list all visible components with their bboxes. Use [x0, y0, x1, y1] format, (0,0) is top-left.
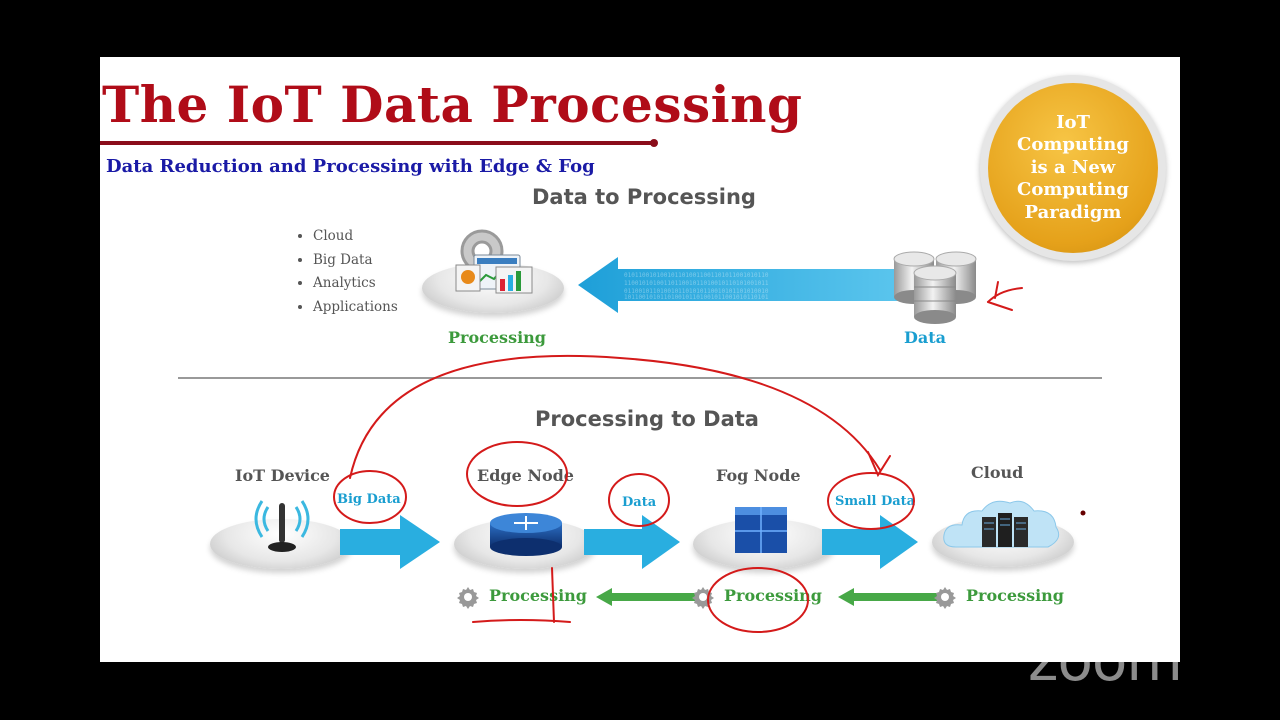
title-underline [100, 141, 655, 145]
flow-label-small-data: Small Data [835, 494, 916, 509]
processing-label-cloud: Processing [966, 586, 1064, 605]
router-icon [490, 513, 562, 556]
node-label-iot-device: IoT Device [235, 466, 330, 485]
slide-title: The IoT Data Processing [102, 75, 803, 134]
iot-device-platform [210, 497, 352, 577]
processing-platform [422, 227, 564, 317]
processing-label-fog: Processing [724, 586, 822, 605]
bullet-item: Cloud [313, 225, 398, 249]
paradigm-badge-text: IoT Computing is a New Computing Paradig… [1017, 111, 1129, 223]
database-icon [893, 251, 977, 324]
bullet-list: Cloud Big Data Analytics Applications [297, 225, 398, 319]
svg-text:101100101011010010110100101100: 1011001010110100101101001011001010110101 [624, 294, 769, 301]
server-cube-icon [735, 507, 787, 553]
cloud-platform [932, 495, 1074, 575]
zoom-watermark: zoom [1028, 626, 1183, 694]
flow-arrow-icon [584, 515, 680, 569]
svg-text:110010101001101100101101001011: 1100101010011011001011010010110101001011 [624, 280, 769, 287]
top-section-title: Data to Processing [532, 185, 756, 209]
top-data-label: Data [904, 328, 946, 347]
flow-arrow-icon [340, 515, 440, 569]
dashboard-gear-icon [455, 229, 533, 294]
top-processing-label: Processing [448, 328, 546, 347]
paradigm-badge: IoT Computing is a New Computing Paradig… [980, 75, 1166, 261]
svg-text:011001011010010110101011001010: 0110010110100101101010110010101101010010 [624, 288, 769, 295]
svg-text:010110010100101101001100110101: 0101100101001011010011001101011001010110 [624, 272, 769, 279]
edge-node-platform [454, 497, 596, 577]
flow-label-data: Data [622, 495, 657, 510]
return-arrow-icon [838, 588, 938, 606]
return-arrow-icon [596, 588, 696, 606]
bullet-item: Applications [313, 296, 398, 320]
node-label-cloud: Cloud [971, 463, 1024, 482]
processing-label-edge: Processing [489, 586, 587, 605]
gear-icon [692, 587, 714, 609]
node-label-fog-node: Fog Node [716, 466, 801, 485]
cloud-server-icon [943, 500, 1060, 548]
left-arrow-icon: 0101100101001011010011001101011001010110… [578, 257, 908, 313]
fog-node-platform [693, 497, 835, 577]
flow-label-big-data: Big Data [337, 492, 401, 507]
title-underline-dot [650, 139, 658, 147]
gear-icon [457, 587, 479, 609]
slide: The IoT Data Processing Data Reduction a… [100, 57, 1180, 662]
paradigm-badge-circle: IoT Computing is a New Computing Paradig… [988, 83, 1158, 253]
node-label-edge-node: Edge Node [477, 466, 574, 485]
antenna-icon [254, 500, 310, 552]
gear-icon [934, 587, 956, 609]
flow-arrow-icon [822, 515, 918, 569]
section-divider [178, 377, 1102, 379]
bullet-item: Big Data [313, 249, 398, 273]
bottom-section-title: Processing to Data [535, 407, 759, 431]
slide-subtitle: Data Reduction and Processing with Edge … [106, 156, 595, 177]
bullet-item: Analytics [313, 272, 398, 296]
